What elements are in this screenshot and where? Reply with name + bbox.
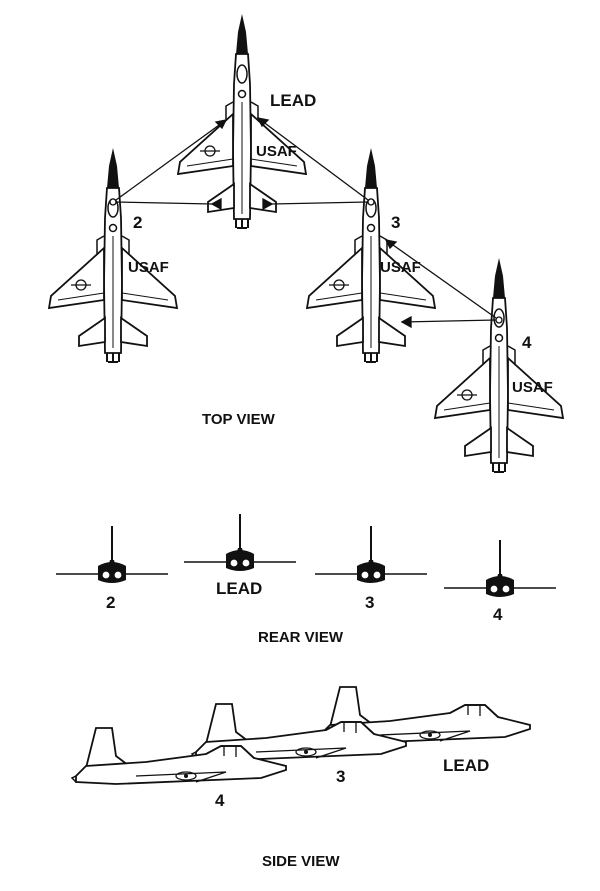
element-lead-3-jet-top: [306, 147, 436, 363]
lead-label-side: LEAD: [443, 756, 489, 775]
lead-label-top: LEAD: [270, 91, 316, 110]
lead-jet-rear: [183, 513, 297, 572]
rear-view-caption: REAR VIEW: [258, 629, 344, 646]
side-view: 4 3 LEAD SIDE VIEW: [71, 686, 531, 870]
usaf-insignia-2: USAF: [128, 259, 169, 276]
usaf-insignia-4: USAF: [512, 379, 553, 396]
wingman-2-jet-top: [48, 147, 178, 363]
side-view-caption: SIDE VIEW: [262, 853, 340, 870]
usaf-insignia-lead: USAF: [256, 143, 297, 160]
top-view-caption: TOP VIEW: [202, 411, 276, 428]
top-view: LEAD USAF 2 USAF 3 USAF 4 USAF: [48, 13, 564, 473]
lead-label-rear: LEAD: [216, 579, 262, 598]
position-4-label-rear: 4: [493, 605, 503, 624]
lead-jet-top: [177, 13, 307, 229]
position-2-label-top: 2: [133, 213, 142, 232]
position-4-label-top: 4: [522, 333, 532, 352]
element-lead-3-jet-rear: [314, 525, 428, 584]
rear-view: 2 LEAD 3 4 REAR VIEW: [55, 513, 557, 646]
wingman-4-jet-top: [434, 257, 564, 473]
position-3-label-rear: 3: [365, 593, 374, 612]
usaf-insignia-3: USAF: [380, 259, 421, 276]
position-2-label-rear: 2: [106, 593, 115, 612]
position-3-label-top: 3: [391, 213, 400, 232]
position-3-label-side: 3: [336, 767, 345, 786]
position-4-label-side: 4: [215, 791, 225, 810]
wingman-2-jet-rear: [55, 525, 169, 584]
wingman-4-jet-rear: [443, 539, 557, 598]
sight-lines: [109, 117, 503, 329]
